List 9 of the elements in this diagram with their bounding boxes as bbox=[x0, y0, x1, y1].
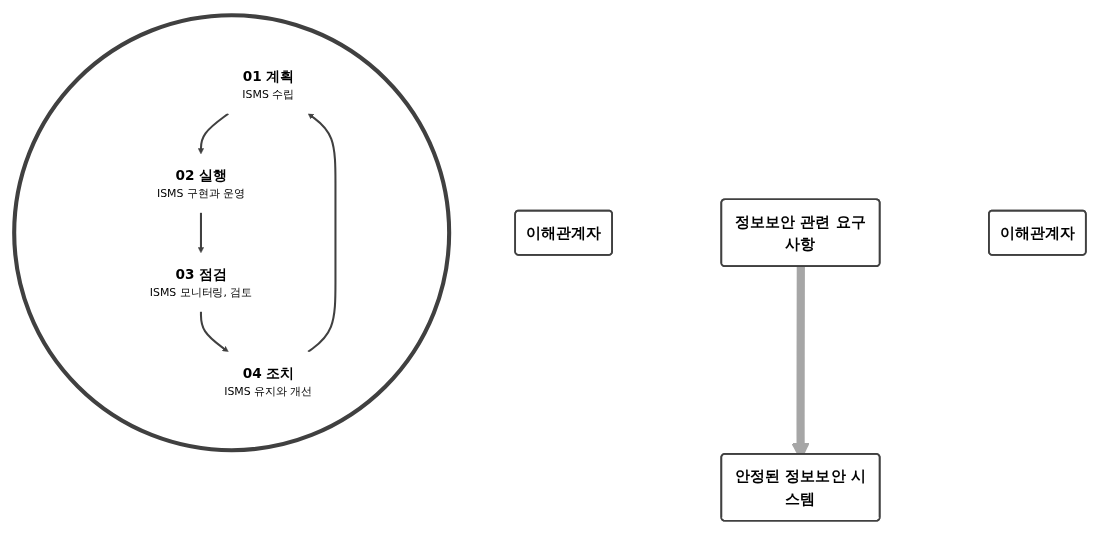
cluster bbox=[12, 13, 452, 453]
node-text: 03 점검 ISMS 모니터링, 검토 bbox=[149, 265, 253, 299]
arrow bbox=[199, 311, 229, 353]
node-text: 01 계획 ISMS 수립 bbox=[242, 67, 295, 101]
arrow bbox=[307, 113, 337, 353]
arrow bbox=[197, 112, 229, 155]
node-text: 04 조치 ISMS 유지와 개선 bbox=[224, 364, 313, 398]
arrow bbox=[197, 212, 204, 254]
node-text: 02 실행 ISMS 구현과 운영 bbox=[156, 166, 245, 200]
